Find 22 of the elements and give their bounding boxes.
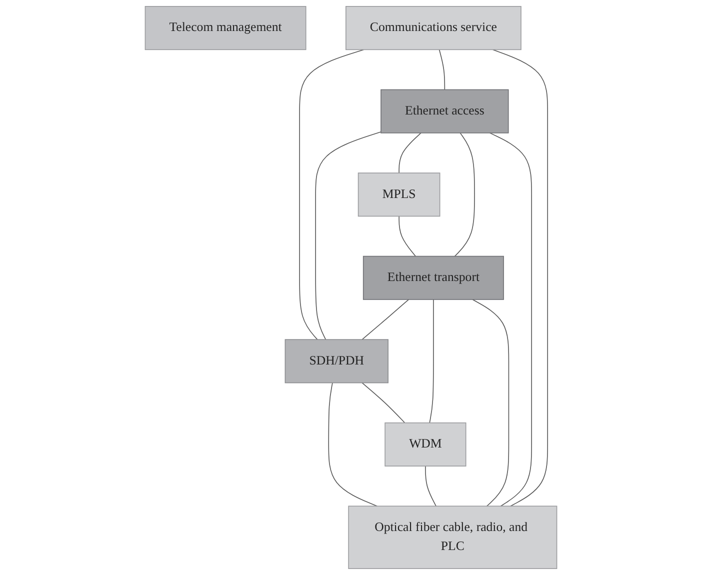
connector	[398, 132, 422, 174]
connector	[315, 131, 382, 340]
connector	[398, 216, 416, 257]
node-box	[284, 339, 388, 384]
connector	[472, 299, 510, 507]
node-box	[384, 422, 466, 466]
node-box	[358, 172, 440, 217]
node-box	[380, 89, 509, 134]
node-box	[144, 6, 306, 50]
connector	[362, 382, 406, 424]
connector	[489, 132, 532, 507]
connector	[429, 299, 434, 424]
connector	[328, 382, 378, 507]
connector	[454, 132, 475, 257]
node-box	[346, 6, 522, 50]
node-box	[348, 506, 558, 569]
connector	[492, 49, 548, 507]
connector	[299, 49, 364, 340]
node-box	[362, 256, 504, 300]
connector	[425, 466, 436, 507]
connector	[438, 49, 446, 90]
connector	[362, 299, 410, 340]
